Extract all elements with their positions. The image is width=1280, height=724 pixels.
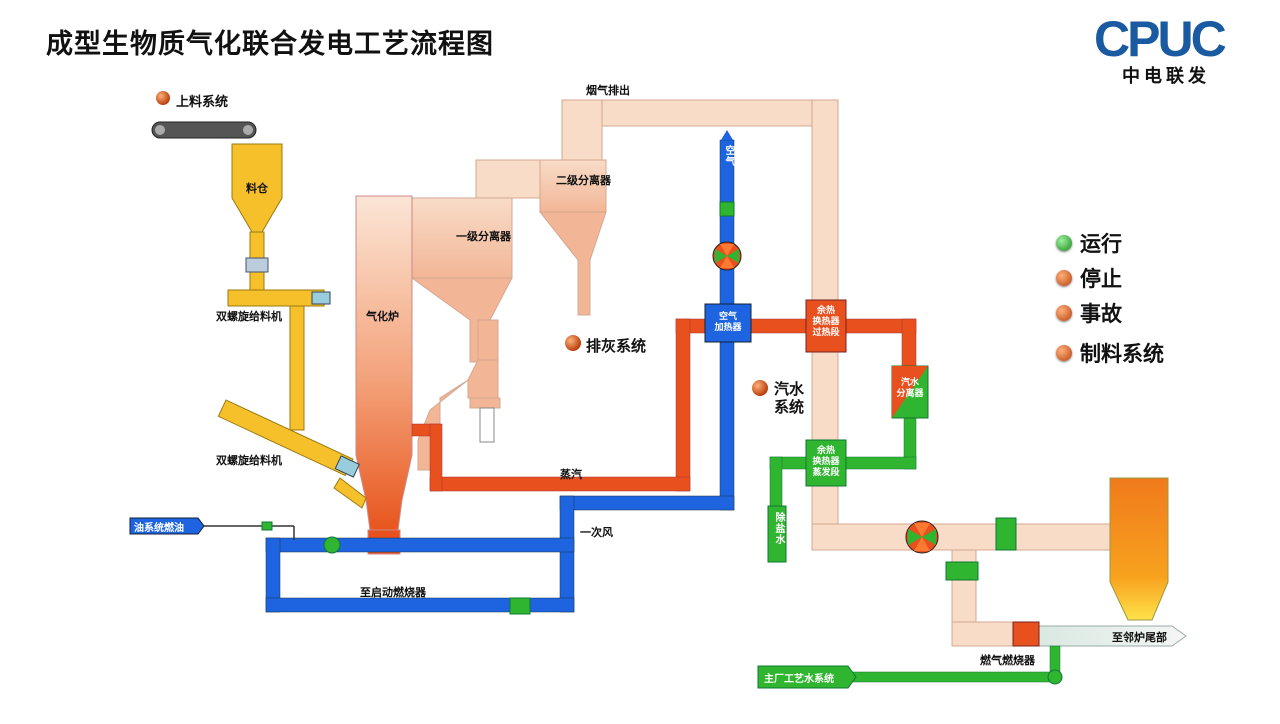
superheater-label: 余热 换热器 过热段 — [812, 306, 840, 338]
air-inlet-label: 空气 — [723, 145, 734, 167]
legend-feed-making: 制料系统 — [1056, 338, 1164, 368]
evaporator-box — [805, 439, 847, 487]
legend-fault: 事故 — [1056, 298, 1122, 328]
gas-burner-label: 燃气燃烧器 — [980, 654, 1035, 667]
ash-system-label: 排灰系统 — [586, 337, 647, 355]
screw-feeder-2-label: 双螺旋给料机 — [216, 454, 282, 467]
separator-2 — [538, 99, 607, 316]
orange-dot-icon — [1056, 270, 1072, 286]
water-status-icon — [752, 380, 768, 396]
oil-system-label: 油系统燃油 — [134, 523, 184, 534]
evaporator-label: 余热 换热器 蒸发段 — [812, 446, 840, 478]
steam-separator-label: 汽水 分离器 — [896, 378, 924, 399]
steam-water-system-label: 汽水 系统 — [774, 380, 805, 416]
separator-1 — [410, 197, 513, 443]
water-pipes — [762, 416, 1061, 683]
desalted-water-box — [767, 505, 787, 563]
start-burner-label: 至启动燃烧器 — [360, 586, 426, 599]
superheater-box — [805, 299, 847, 353]
gas-burner-box — [1012, 621, 1040, 647]
main-water-tag — [757, 665, 857, 689]
feed-system — [151, 121, 367, 509]
furnace — [1109, 477, 1169, 621]
separator-box-split — [892, 366, 928, 418]
cpuc-logo: CPUC — [1094, 14, 1229, 62]
silo-label: 料仓 — [246, 182, 268, 195]
air-heater-label: 空气 加热器 — [714, 312, 742, 333]
separator-1-label: 一级分离器 — [456, 230, 511, 243]
gas-fan-icon — [905, 520, 939, 554]
logo-subtitle: 中电联发 — [1122, 66, 1210, 87]
feed-status-icon — [156, 91, 170, 105]
ash-status-icon — [565, 335, 581, 351]
orange-dot-icon — [1056, 305, 1072, 321]
oil-system-tag — [129, 517, 205, 535]
valve-icons — [323, 201, 1063, 685]
logo-letters: CPUC — [1094, 14, 1226, 62]
screw-feeder-1-label: 双螺旋给料机 — [216, 310, 282, 323]
legend-stopped: 停止 — [1056, 263, 1122, 293]
main-water-label: 主厂工艺水系统 — [764, 674, 834, 685]
gasifier-label: 气化炉 — [366, 310, 399, 323]
legend-running: 运行 — [1056, 228, 1122, 258]
air-pipes — [265, 139, 735, 613]
primary-air-label: 一次风 — [580, 526, 613, 539]
steam-label: 蒸汽 — [560, 468, 582, 481]
desalted-water-label: 除盐水 — [773, 512, 784, 545]
flue-gas-pipes — [411, 99, 1113, 647]
green-dot-icon — [1056, 235, 1072, 251]
flue-exhaust-label: 烟气排出 — [586, 84, 630, 97]
air-heater-box — [704, 303, 752, 343]
air-fan-icon — [712, 241, 742, 271]
boiler-tail-label: 至邻炉尾部 — [1112, 631, 1167, 644]
orange-dot-icon — [1056, 345, 1072, 361]
air-inlet-arrow — [721, 130, 733, 140]
page-title: 成型生物质气化联合发电工艺流程图 — [46, 29, 494, 60]
separator-2-label: 二级分离器 — [556, 174, 611, 187]
feed-system-label: 上料系统 — [176, 95, 229, 110]
